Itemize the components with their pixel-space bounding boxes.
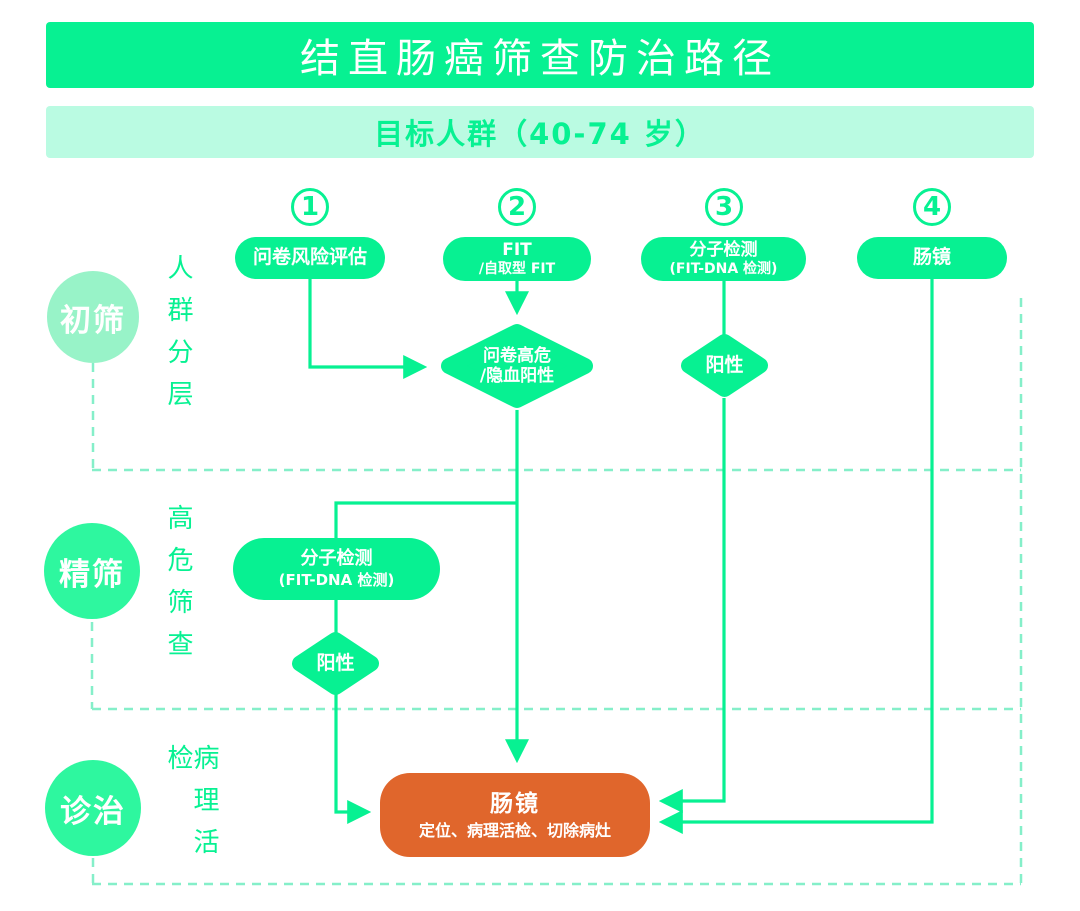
pill-molecular-test-line1: 分子检测 (689, 240, 758, 261)
page-title: 结直肠癌筛查防治路径 (300, 36, 780, 82)
stage-sublabel-population-stratification: 人群分层 (163, 254, 193, 422)
target-population-banner: 目标人群（40-74 岁） (46, 106, 1034, 158)
diamond-col3-positive-text: 阳性 (705, 354, 744, 377)
diamond-questionnaire-highrisk-shape (441, 324, 593, 408)
stage-sublabel-highrisk-screening: 高危筛查 (163, 504, 193, 672)
stage-circle-initial-screening-label: 初筛 (60, 302, 126, 339)
stage-circle-fine-screening: 精筛 (44, 523, 140, 619)
connector-pill1-to-diamond (308, 279, 428, 379)
diamond-mid-positive-text: 阳性 (316, 652, 355, 675)
column-number-2-text: 2 (507, 192, 527, 222)
pill-mid-molecular-test-line1: 分子检测 (300, 548, 373, 570)
diamond-col3-positive-shape (681, 334, 768, 397)
pill-mid-molecular-test-line2: (FIT-DNA 检测) (278, 570, 395, 589)
diamond-col3-positive: 阳性 (678, 332, 771, 399)
endpoint-colonoscopy-title: 肠镜 (490, 790, 540, 817)
connector-pill4-to-endpoint (658, 279, 934, 834)
stage-circle-diagnosis-treatment: 诊治 (45, 760, 141, 856)
endpoint-colonoscopy-box: 肠镜 定位、病理活检、切除病灶 (380, 773, 650, 857)
diamond-questionnaire-highrisk-line2: /隐血阳性 (479, 366, 555, 386)
column-number-3-text: 3 (714, 192, 734, 222)
diamond-questionnaire-highrisk-line1: 问卷高危 (483, 345, 551, 366)
stage-sublabel-pathology-biopsy: 病理活检 (163, 744, 219, 870)
diamond-mid-positive-shape (292, 632, 379, 695)
stage-circle-diagnosis-treatment-label: 诊治 (60, 793, 126, 830)
diamond-questionnaire-highrisk: 问卷高危 /隐血阳性 (437, 322, 597, 410)
column-number-2: 2 (498, 188, 536, 226)
pill-molecular-test: 分子检测 (FIT-DNA 检测) (641, 237, 806, 281)
pill-mid-molecular-test: 分子检测 (FIT-DNA 检测) (233, 538, 440, 600)
connector-branch-to-midpill (334, 501, 517, 538)
column-number-4-text: 4 (922, 192, 942, 222)
pill-fit: FIT /自取型 FIT (443, 237, 591, 281)
target-population-label: 目标人群（40-74 岁） (374, 117, 706, 151)
diamond-questionnaire-highrisk-text: 问卷高危 /隐血阳性 (437, 322, 597, 410)
pill-colonoscopy-label: 肠镜 (912, 246, 951, 269)
diamond-mid-positive: 阳性 (289, 630, 382, 697)
page-title-banner: 结直肠癌筛查防治路径 (46, 22, 1034, 88)
pill-questionnaire-risk: 问卷风险评估 (235, 237, 385, 279)
stage-circle-fine-screening-label: 精筛 (59, 556, 125, 593)
connector-col3positive-to-endpoint (658, 398, 726, 813)
pill-molecular-test-line2: (FIT-DNA 检测) (669, 260, 778, 277)
endpoint-colonoscopy-subtitle: 定位、病理活检、切除病灶 (418, 820, 611, 840)
column-number-1-text: 1 (300, 192, 320, 222)
stage-circle-initial-screening: 初筛 (47, 271, 139, 363)
column-number-1: 1 (291, 188, 329, 226)
pill-fit-line2: /自取型 FIT (478, 260, 556, 277)
pill-colonoscopy: 肠镜 (857, 237, 1007, 279)
column-number-4: 4 (913, 188, 951, 226)
pill-fit-line1: FIT (502, 240, 532, 261)
column-number-3: 3 (705, 188, 743, 226)
connector-midpositive-to-endpoint (334, 694, 372, 824)
pill-questionnaire-risk-label: 问卷风险评估 (252, 246, 367, 269)
